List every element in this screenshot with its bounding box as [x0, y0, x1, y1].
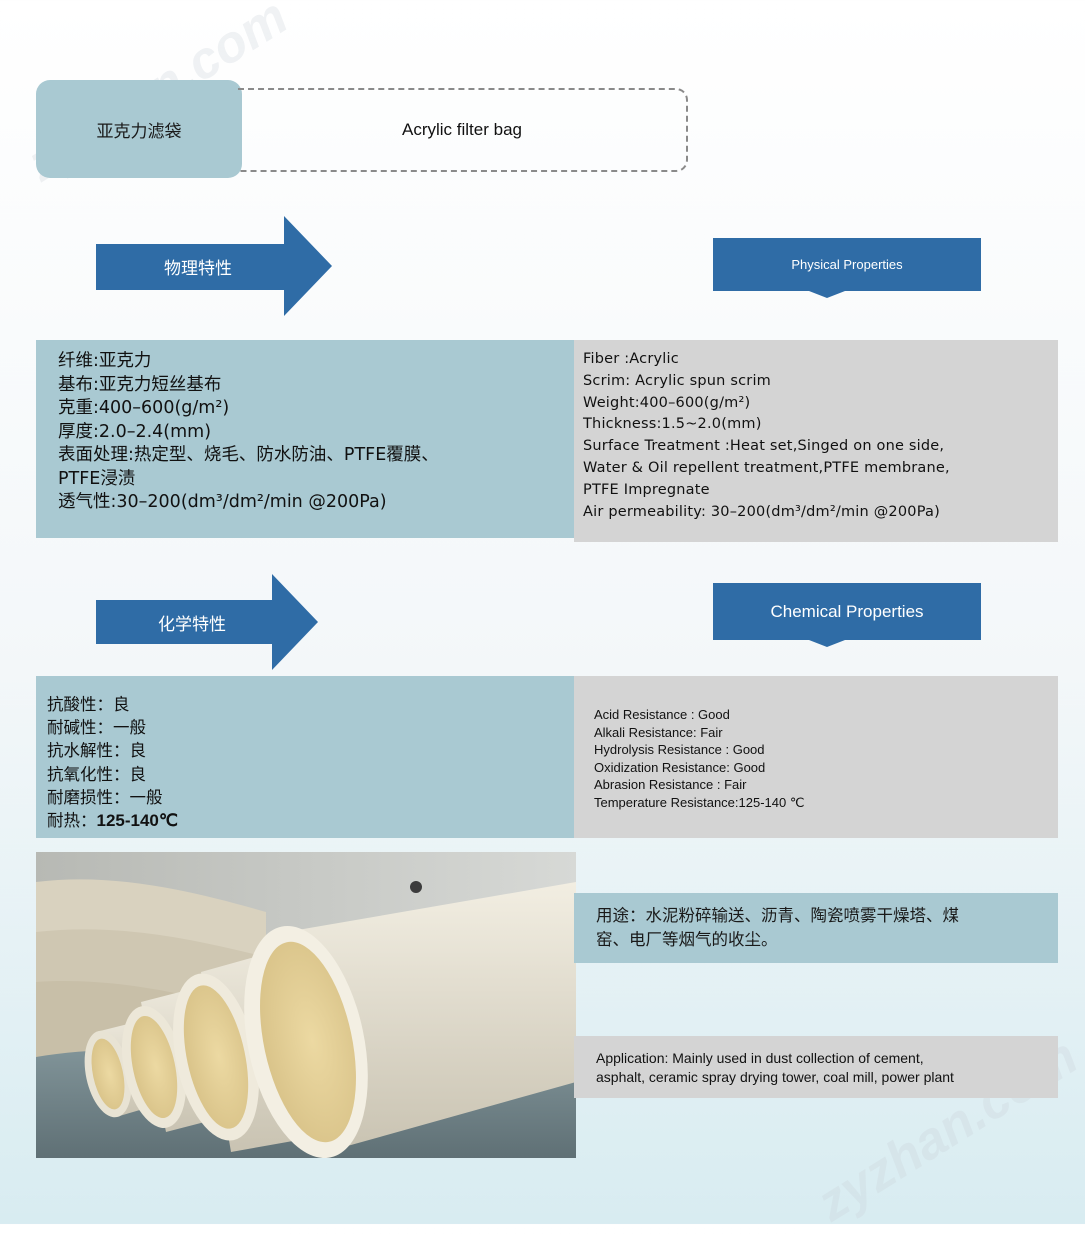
chemical-cn-heat-line: 耐热：125-140℃ [47, 809, 574, 832]
title-cn: 亚克力滤袋 [36, 80, 242, 178]
chemical-cn-line: 耐碱性：一般 [47, 718, 146, 738]
physical-en-line: Scrim: Acrylic spun scrim [583, 372, 771, 389]
physical-en-line: Thickness:1.5~2.0(mm) [583, 416, 762, 433]
heat-value: 125-140℃ [96, 811, 178, 831]
chemical-cn-panel: 抗酸性：良 耐碱性：一般 抗水解性：良 抗氧化性：良 耐磨损性：一般 耐热：12… [36, 676, 574, 838]
physical-en-line: Surface Treatment :Heat set,Singed on on… [583, 438, 945, 455]
application-cn-line: 用途：水泥粉碎输送、沥青、陶瓷喷雾干燥塔、煤 [596, 906, 959, 925]
physical-en-line: Air permeability: 30–200(dm³/dm²/min @20… [583, 503, 940, 520]
physical-cn-line: 透气性:30–200(dm³/dm²/min @200Pa) [58, 492, 387, 512]
chemical-en-panel: Acid Resistance : Good Alkali Resistance… [574, 676, 1058, 838]
physical-cn-line: 厚度:2.0–2.4(mm) [58, 421, 212, 442]
physical-cn-line: 克重:400–600(g/m²) [58, 398, 230, 418]
physical-en-line: PTFE Impregnate [583, 481, 710, 498]
chemical-cn-line: 抗酸性：良 [47, 695, 130, 714]
product-photo [36, 852, 576, 1158]
physical-ribbon [713, 238, 981, 298]
physical-cn-line: 表面处理:热定型、烧毛、防水防油、PTFE覆膜、 [58, 445, 439, 465]
physical-cn-line: PTFE浸渍 [58, 468, 136, 489]
physical-en-line: Water & Oil repellent treatment,PTFE mem… [583, 459, 950, 476]
physical-cn-panel: 纤维:亚克力 基布:亚克力短丝基布 克重:400–600(g/m²) 厚度:2.… [36, 340, 574, 538]
chemical-ribbon-label: Chemical Properties [770, 601, 924, 621]
physical-en-line: Weight:400–600(g/m²) [583, 394, 751, 411]
application-en-panel: Application: Mainly used in dust collect… [574, 1036, 1058, 1098]
filter-bag-illustration [36, 852, 576, 1158]
chemical-en-line: Hydrolysis Resistance : Good [594, 742, 765, 758]
title-cn-text: 亚克力滤袋 [96, 121, 182, 142]
application-en-line: Application: Mainly used in dust collect… [596, 1050, 924, 1066]
chemical-arrow-label: 化学特性 [158, 615, 226, 635]
physical-arrow [96, 216, 332, 316]
application-cn-line: 窑、电厂等烟气的收尘。 [596, 930, 778, 949]
physical-en-line: Fiber :Acrylic [583, 351, 679, 367]
physical-cn-line: 纤维:亚克力 [58, 351, 152, 371]
title-en-text: Acrylic filter bag [402, 120, 522, 139]
chemical-en-line: Alkali Resistance: Fair [594, 724, 723, 740]
chemical-arrow [96, 574, 318, 670]
physical-en-panel: Fiber :Acrylic Scrim: Acrylic spun scrim… [574, 340, 1058, 542]
physical-cn-line: 基布:亚克力短丝基布 [58, 374, 222, 395]
chemical-en-line: Temperature Resistance:125-140 ℃ [594, 794, 805, 810]
chemical-cn-line: 耐磨损性：一般 [47, 787, 163, 807]
title-en: Acrylic filter bag [238, 88, 688, 172]
chemical-en-line: Acid Resistance : Good [594, 707, 730, 722]
physical-arrow-label: 物理特性 [164, 259, 232, 279]
chemical-en-line: Abrasion Resistance : Fair [594, 777, 747, 793]
chemical-en-line: Oxidization Resistance: Good [594, 759, 766, 775]
chemical-ribbon [713, 583, 981, 647]
application-en-line: asphalt, ceramic spray drying tower, coa… [596, 1069, 954, 1085]
heat-label: 耐热： [47, 811, 97, 831]
physical-ribbon-label: Physical Properties [791, 257, 903, 272]
chemical-cn-line: 抗氧化性：良 [47, 764, 146, 784]
chemical-cn-line: 抗水解性：良 [47, 741, 146, 761]
application-cn-panel: 用途：水泥粉碎输送、沥青、陶瓷喷雾干燥塔、煤 窑、电厂等烟气的收尘。 [574, 893, 1058, 963]
